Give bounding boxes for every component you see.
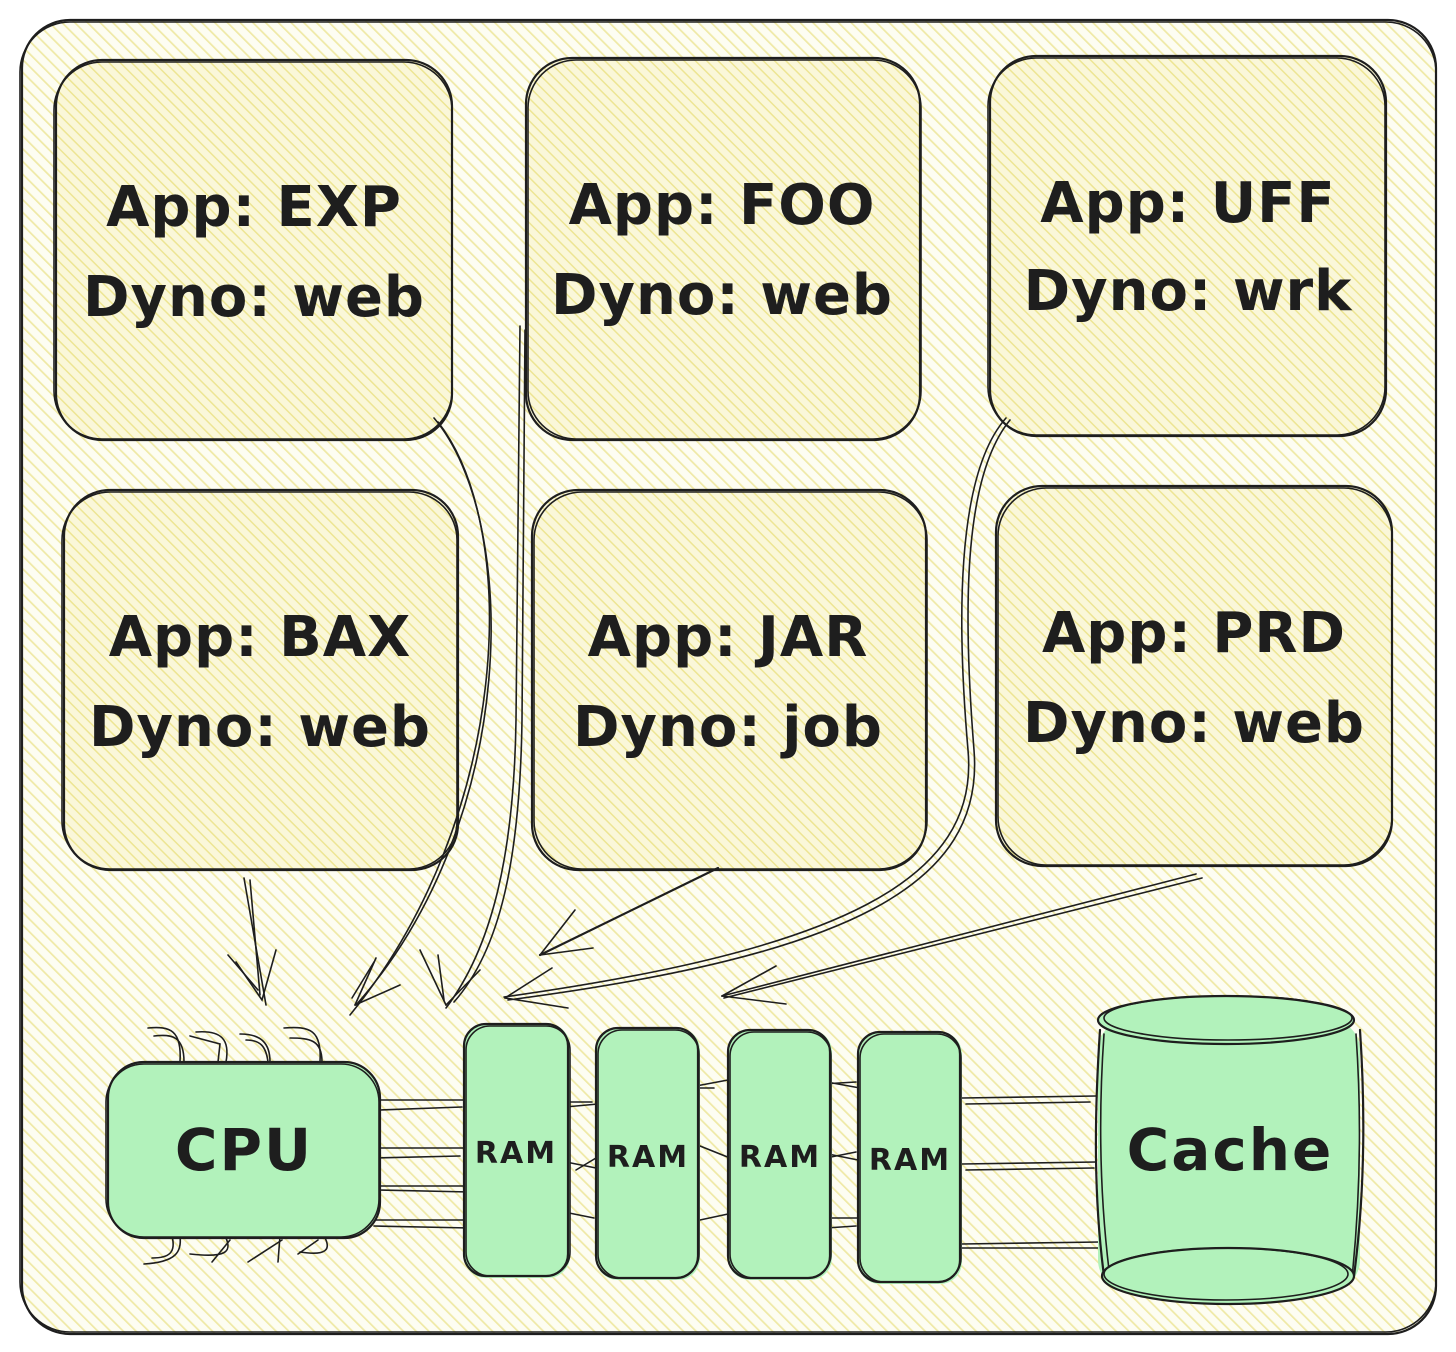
- arrow-prd-to-ram: [721, 873, 1203, 1005]
- dyno-app-label: App: FOO: [569, 173, 876, 238]
- dyno-box-jar[interactable]: App: JAR Dyno: job: [530, 488, 928, 872]
- cpu-block[interactable]: CPU: [105, 1060, 382, 1240]
- ram-module-4[interactable]: RAM: [856, 1030, 962, 1284]
- ram-label: RAM: [869, 1143, 951, 1178]
- dyno-box-foo[interactable]: App: FOO Dyno: web: [524, 56, 922, 442]
- dyno-type-label: Dyno: web: [551, 263, 893, 328]
- dyno-type-label: Dyno: web: [83, 265, 425, 330]
- cpu-ram-bus: [373, 1099, 471, 1229]
- cache-cylinder[interactable]: Cache: [1094, 994, 1365, 1306]
- dyno-app-label: App: EXP: [106, 175, 402, 240]
- dyno-type-label: Dyno: web: [89, 695, 431, 760]
- dyno-box-uff[interactable]: App: UFF Dyno: wrk: [987, 54, 1388, 438]
- arrow-foo-to-ram: [419, 325, 526, 1009]
- dyno-app-label: App: PRD: [1042, 601, 1346, 666]
- dyno-app-label: App: JAR: [588, 605, 869, 670]
- ram-module-2[interactable]: RAM: [594, 1026, 700, 1280]
- dyno-type-label: Dyno: wrk: [1024, 259, 1354, 324]
- dyno-box-bax[interactable]: App: BAX Dyno: web: [61, 488, 460, 872]
- ram-label: RAM: [475, 1136, 557, 1171]
- ram-label: RAM: [739, 1140, 821, 1175]
- dyno-type-label: Dyno: web: [1023, 691, 1365, 756]
- ram-module-1[interactable]: RAM: [462, 1022, 571, 1278]
- dyno-type-label: Dyno: job: [573, 695, 883, 760]
- arrow-jar-to-ram: [538, 866, 720, 957]
- ram-module-3[interactable]: RAM: [726, 1028, 832, 1280]
- arrow-uff-to-ram: [503, 417, 1011, 1009]
- cpu-pins: [143, 1026, 329, 1265]
- dyno-app-label: App: UFF: [1040, 171, 1335, 236]
- arrow-exp-to-cpu: [349, 417, 492, 1016]
- dyno-box-exp[interactable]: App: EXP Dyno: web: [53, 58, 454, 442]
- dyno-box-prd[interactable]: App: PRD Dyno: web: [994, 484, 1394, 868]
- cache-label: Cache: [1127, 1116, 1334, 1184]
- dyno-app-label: App: BAX: [109, 605, 412, 670]
- arrow-bax-to-cpu: [227, 877, 277, 1006]
- cpu-label: CPU: [175, 1116, 313, 1184]
- ram-cache-bus: [961, 1095, 1105, 1249]
- ram-label: RAM: [607, 1140, 689, 1175]
